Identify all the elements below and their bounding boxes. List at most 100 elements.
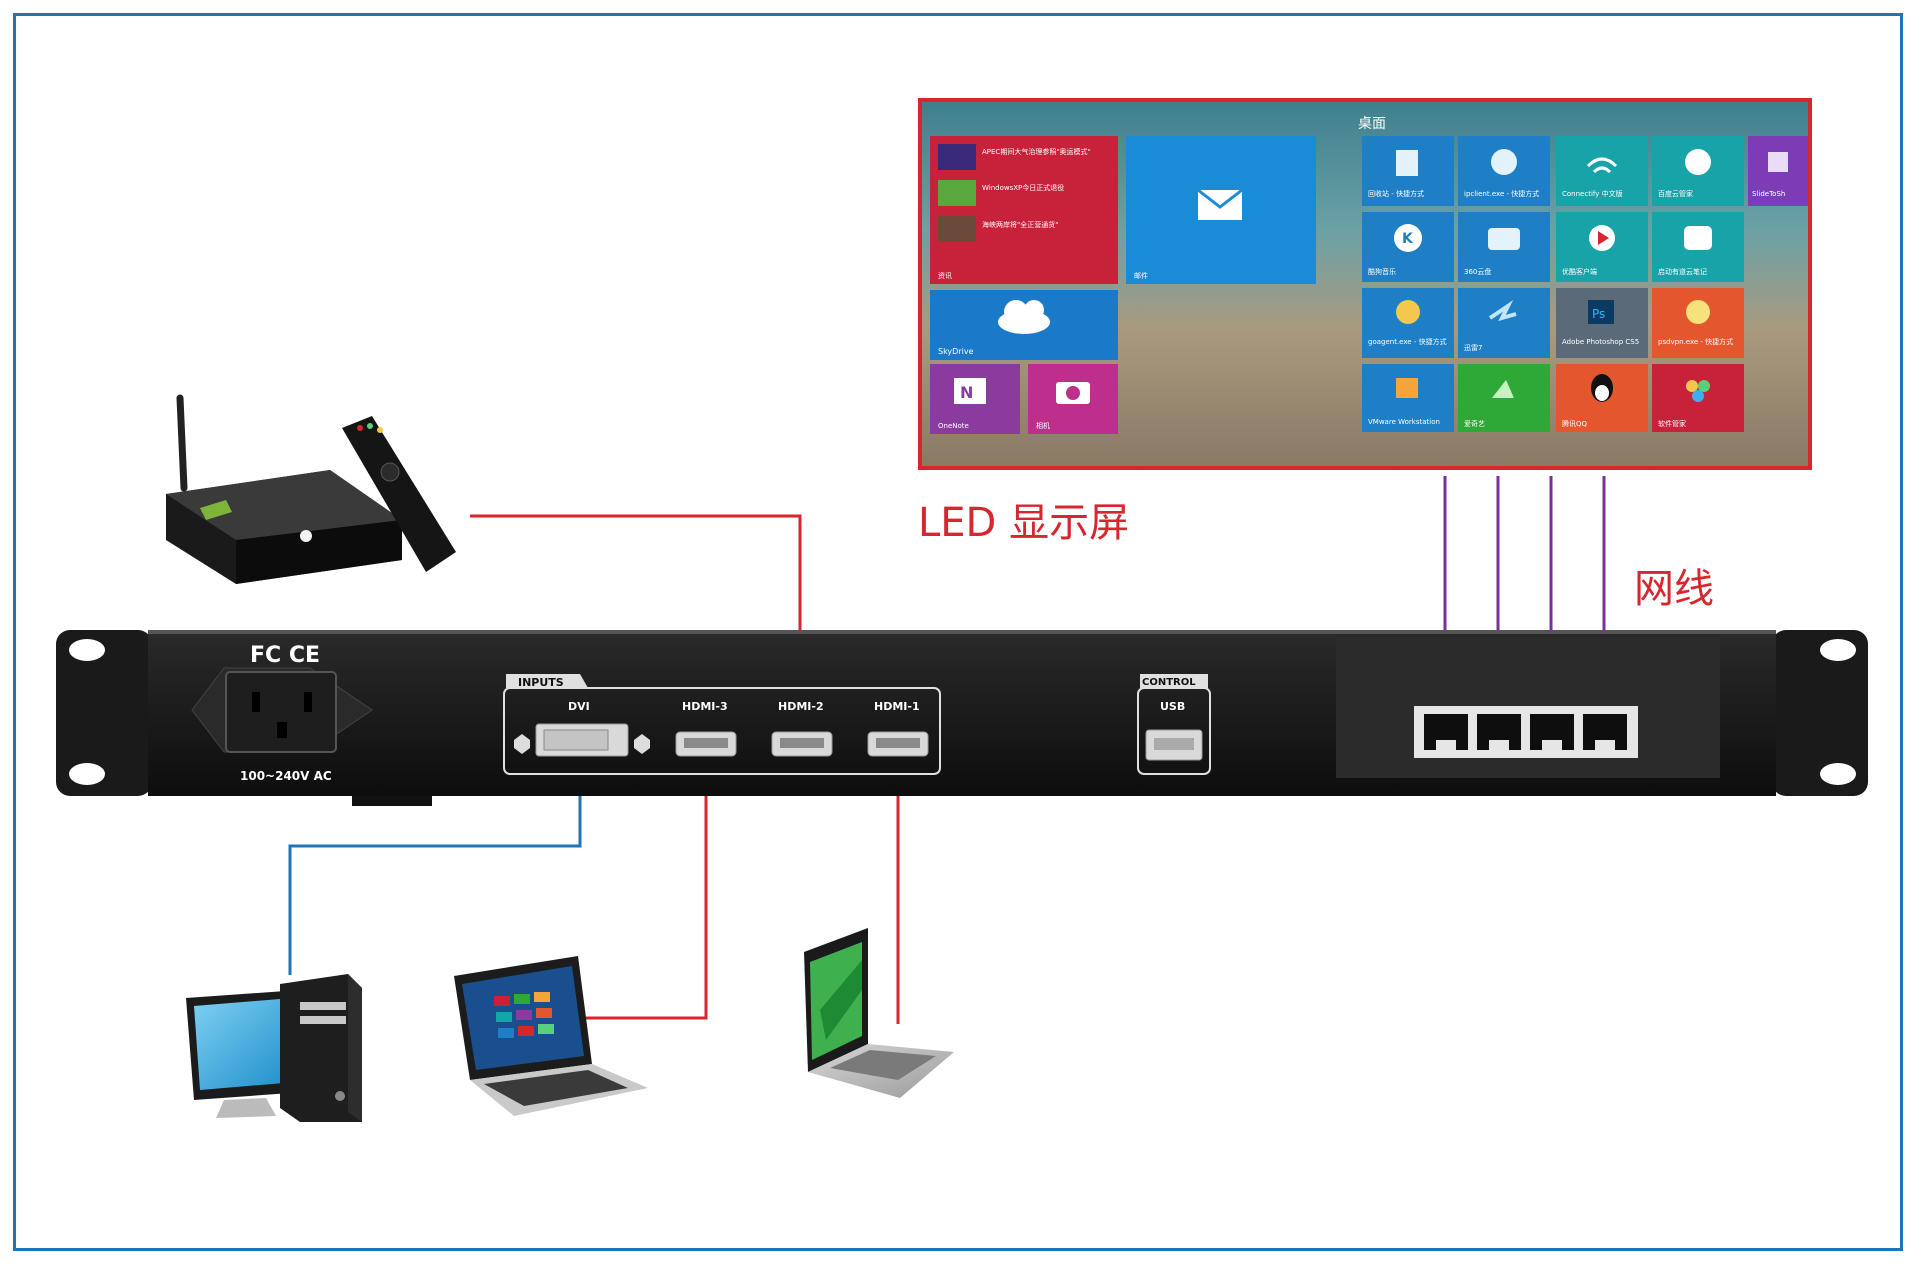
- inputs-box: [503, 687, 941, 775]
- socket-pin: [277, 722, 287, 738]
- note-icon: [1684, 226, 1712, 250]
- power-button-icon: [300, 530, 312, 542]
- tile-label-slideto: SlideToSh: [1752, 190, 1785, 198]
- tile-label-onenote: OneNote: [938, 422, 969, 430]
- mail-icon: [1197, 188, 1243, 220]
- tile-label-recycle: 回收站 - 快捷方式: [1368, 189, 1424, 198]
- tile-label-qq: 腾讯QQ: [1562, 419, 1588, 428]
- silver-laptop: [804, 928, 954, 1098]
- bird-icon: [1488, 300, 1517, 322]
- tv-box: [166, 394, 402, 584]
- iqiyi-icon: [1492, 380, 1514, 398]
- rj45-port-2: [1477, 714, 1521, 750]
- wifi-icon: [1586, 157, 1618, 174]
- news-line-2: WindowsXP今日正式退役: [982, 183, 1064, 192]
- rj45-port-1: [1424, 714, 1468, 750]
- rack-ear-left: [56, 630, 152, 796]
- pc-tower: [280, 974, 362, 1122]
- tile-label-psdvpn: psdvpn.exe - 快捷方式: [1658, 337, 1733, 346]
- svg-text:Ps: Ps: [1592, 307, 1605, 321]
- news-thumb-3: [938, 216, 976, 242]
- tile-label-skydrive: SkyDrive: [938, 347, 974, 356]
- network-cable-label: 网线: [1634, 566, 1714, 612]
- tile-label-connectify: Connectify 中文版: [1562, 189, 1623, 198]
- socket-pin: [252, 692, 260, 712]
- pc-power-icon: [335, 1091, 345, 1101]
- gear-icon: [1491, 149, 1517, 175]
- usb-label: USB: [1160, 700, 1185, 713]
- news-line-1: APEC期间大气治理参照"奥运模式": [982, 147, 1091, 156]
- mount-hole: [69, 763, 105, 785]
- port-label-dvi: DVI: [568, 700, 590, 713]
- slide-icon: [1768, 152, 1788, 172]
- tile-label-xunlei: 迅雷7: [1464, 344, 1482, 352]
- hdmi3-line: [586, 780, 708, 1020]
- photoshop-icon: [1588, 300, 1614, 324]
- mount-hole: [69, 639, 105, 661]
- vmware-icon: [1396, 378, 1418, 398]
- tile-label-baidu: 百度云管家: [1658, 189, 1693, 198]
- dvi-screw: [514, 734, 530, 754]
- tile-label-mail: 邮件: [1134, 271, 1148, 280]
- socket-pin: [304, 692, 312, 712]
- diagram-frame: [13, 13, 1903, 1251]
- remote-control: [342, 416, 456, 572]
- news-line-3: 海峡两岸将"全正营通货": [982, 220, 1058, 229]
- rj45-port-4: [1583, 714, 1627, 750]
- tile-label-iqiyi: 爱奇艺: [1464, 419, 1485, 428]
- tile-label-kugou: 酷狗音乐: [1368, 267, 1396, 276]
- dvi-line: [288, 788, 582, 975]
- news-thumb-1: [938, 144, 976, 170]
- recycle-icon: [1396, 150, 1418, 176]
- monitor-stand: [216, 1098, 276, 1118]
- svg-text:N: N: [960, 383, 973, 402]
- smiley-icon: [1686, 300, 1710, 324]
- led-screen-label: LED 显示屏: [918, 500, 1130, 546]
- windows-laptop: [454, 956, 648, 1116]
- cert-marks: FC CE: [250, 643, 320, 668]
- tile-xunlei: [1458, 288, 1550, 358]
- tile-label-camera: 相机: [1036, 421, 1050, 430]
- tv-box-logo: [200, 500, 232, 520]
- mount-hole: [1820, 639, 1856, 661]
- tile-label-photoshop: Adobe Photoshop CS5: [1562, 338, 1639, 346]
- tile-label-vmware: VMware Workstation: [1368, 418, 1440, 426]
- dvi-screw: [634, 734, 650, 754]
- camera-icon: [1056, 382, 1090, 404]
- controller-panel: FC CE 100~240V AC INPUTS DVI HDMI-3 HDMI…: [56, 630, 1868, 806]
- svg-text:K: K: [1402, 231, 1414, 247]
- tile-label-360: 360云盘: [1464, 267, 1491, 276]
- antenna: [176, 394, 188, 492]
- tile-grid: 回收站 - 快捷方式 ipclient.exe - 快捷方式 Connectif…: [1362, 136, 1808, 432]
- baidu-cloud-icon: [1685, 149, 1711, 175]
- tile-label-goagent: goagent.exe - 快捷方式: [1368, 337, 1447, 346]
- panel-foot: [352, 796, 432, 806]
- rack-ear-right: [1772, 630, 1868, 796]
- port-label-hdmi3: HDMI-3: [682, 700, 728, 713]
- tile-label-youku: 优酷客户端: [1562, 267, 1597, 276]
- inputs-tab: INPUTS: [518, 676, 564, 689]
- kugou-icon: [1394, 224, 1422, 252]
- desktop-computer: [186, 974, 362, 1122]
- port-label-hdmi2: HDMI-2: [778, 700, 824, 713]
- news-thumb-2: [938, 180, 976, 206]
- power-rating: 100~240V AC: [240, 769, 332, 783]
- tile-label-youdao: 启动有道云笔记: [1658, 267, 1707, 276]
- tile-label-softmgr: 软件管家: [1658, 419, 1686, 428]
- cloud-icon: [998, 300, 1050, 334]
- tile-label-news: 资讯: [938, 271, 952, 280]
- port-label-hdmi1: HDMI-1: [874, 700, 920, 713]
- tile-connectify: [1556, 136, 1648, 206]
- desktop-label: 桌面: [1358, 116, 1386, 132]
- rj45-port-3: [1530, 714, 1574, 750]
- led-screen: 桌面 APEC期间大气治理参照"奥运模式" WindowsXP今日正式退役 海峡…: [918, 98, 1812, 470]
- python-icon: [1396, 300, 1420, 324]
- onenote-icon: N: [954, 378, 986, 404]
- tile-label-ipclient: ipclient.exe - 快捷方式: [1464, 189, 1539, 198]
- cloud-disk-icon: [1488, 228, 1520, 250]
- mount-hole: [1820, 763, 1856, 785]
- flower-icon: [1686, 380, 1710, 402]
- control-tab: CONTROL: [1142, 677, 1196, 688]
- laptop-start-tiles: [494, 992, 554, 1038]
